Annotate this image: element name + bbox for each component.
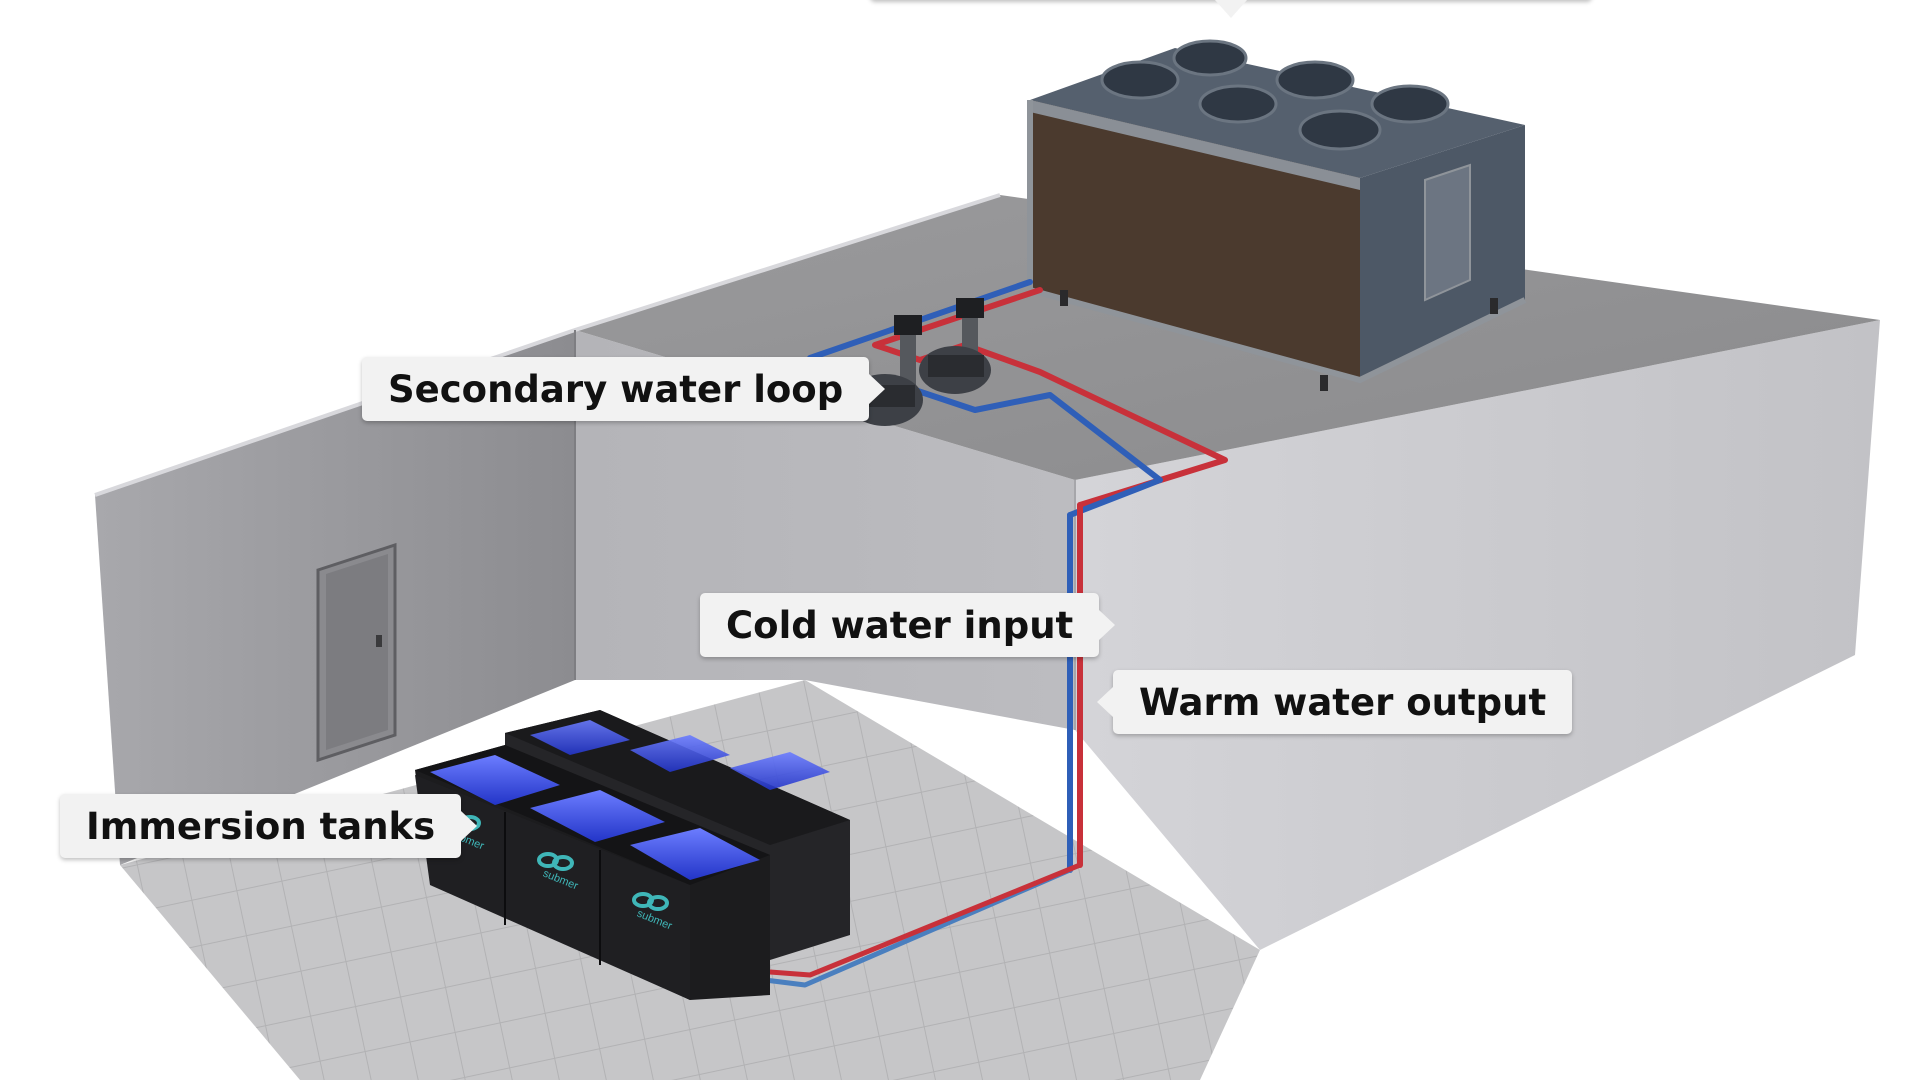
door xyxy=(316,542,397,763)
secondary-water-loop-label: Secondary water loop xyxy=(388,367,844,411)
cold-water-input-callout: Cold water input xyxy=(700,593,1116,657)
warm-water-output-label: Warm water output xyxy=(1139,680,1547,724)
front-wall xyxy=(1075,320,1880,950)
secondary-water-loop-callout: Secondary water loop xyxy=(362,357,886,421)
fan-icon xyxy=(1100,39,1450,151)
warm-pipe-floor xyxy=(767,862,1083,978)
immersion-tanks-callout: Immersion tanks xyxy=(60,794,478,858)
dry-cooler-unit xyxy=(1027,39,1527,391)
warm-water-output-callout: Warm water output xyxy=(1096,670,1573,734)
cold-water-input-label: Cold water input xyxy=(726,603,1074,647)
immersion-tanks xyxy=(415,710,850,1000)
cold-pipe-floor xyxy=(762,867,1073,988)
immersion-tanks-label: Immersion tanks xyxy=(86,804,436,848)
